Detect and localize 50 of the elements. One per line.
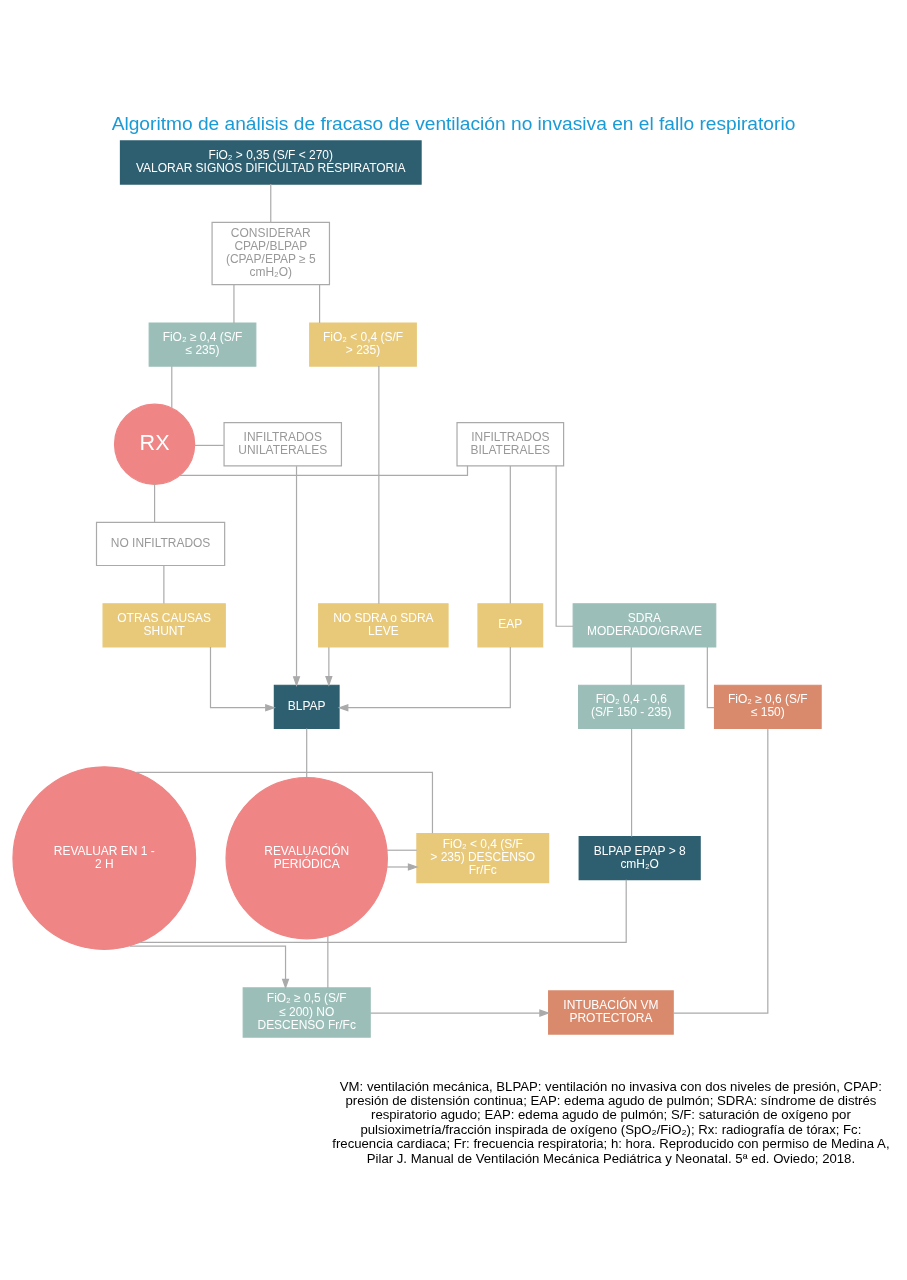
connector xyxy=(154,483,156,523)
node-box: FiO₂ ≥ 0,4 (S/F ≤ 235) xyxy=(148,321,257,367)
connector xyxy=(139,878,627,943)
node-circle: REVALUAR EN 1 - 2 H xyxy=(12,765,197,950)
node-box: FiO₂ 0,4 - 0,6 (S/F 150 - 235) xyxy=(578,684,685,729)
arrow xyxy=(129,944,290,990)
node-box: INFILTRADOS UNILATERALES xyxy=(223,421,343,466)
node-circle: REVALUACIÓN PERIÓDICA xyxy=(225,776,388,939)
node-box: FiO₂ > 0,35 (S/F < 270) VALORAR SIGNOS DIFICULTAD RESPIRATORIA xyxy=(119,139,422,185)
connector xyxy=(193,444,225,446)
node-circle: RX xyxy=(113,403,196,485)
node-box: EAP xyxy=(477,602,544,647)
node-box: FiO₂ < 0,4 (S/F > 235) DESCENSO Fr/Fc xyxy=(416,832,550,883)
node-box: OTRAS CAUSAS SHUNT xyxy=(102,602,226,647)
caption: VM: ventilación mecánica, BLPAP: ventilación no invasiva con dos niveles de presión, CPAP: presión de distensión continua; EAP: edema agudo de pulmón; SDRA: síndrome de distrés respiratorio agudo; EAP: edema agudo de pulmón; S/F: saturación de oxígeno por pulsioximetría/fracción inspirada de oxígeno (SpO₂/FiO₂); Rx: radiografía de tórax; Fc: frecuencia cardiaca; Fr: frecuencia respiratoria; h: hora. Reproducido con permiso de Medina A, Pilar J. Manual de Ventilación Mecánica Pediátrica y Neonatal. 5ª ed. Oviedo; 2018. xyxy=(332,1078,890,1166)
connector xyxy=(179,464,469,476)
connector xyxy=(555,464,574,627)
arrow xyxy=(386,862,419,871)
arrow xyxy=(369,1008,551,1017)
diagram-title: Algoritmo de análisis de fracaso de ventilación no invasiva en el fallo respiratorio xyxy=(111,112,796,134)
node-box: INFILTRADOS BILATERALES xyxy=(456,421,565,466)
connector xyxy=(135,771,434,834)
arrow xyxy=(292,465,301,687)
connector xyxy=(306,727,308,778)
connector xyxy=(630,646,632,685)
node-box: INTUBACIÓN VM PROTECTORA xyxy=(548,989,674,1035)
connector xyxy=(163,564,165,604)
node-box: FiO₂ ≥ 0,6 (S/F ≤ 150) xyxy=(713,684,822,729)
connector xyxy=(631,727,633,837)
node-box: FiO₂ < 0,4 (S/F > 235) xyxy=(309,321,417,367)
connector xyxy=(171,365,173,409)
arrow xyxy=(209,645,276,711)
connector xyxy=(672,727,769,1014)
connector xyxy=(270,182,272,223)
node-box: BLPAP xyxy=(273,684,340,729)
connector xyxy=(706,645,715,708)
node-box: FiO₂ ≥ 0,5 (S/F ≤ 200) NO DESCENSO Fr/Fc xyxy=(242,986,371,1038)
node-box: CONSIDERAR CPAP/BLPAP (CPAP/EPAP ≥ 5 cmH₂O) xyxy=(211,221,331,285)
node-box: NO SDRA o SDRA LEVE xyxy=(318,602,449,647)
arrow xyxy=(325,646,333,687)
node-box: BLPAP EPAP > 8 cmH₂O xyxy=(578,835,701,880)
node-box: NO INFILTRADOS xyxy=(95,521,226,566)
connector xyxy=(509,464,511,604)
node-box: SDRA MODERADO/GRAVE xyxy=(572,602,717,647)
connector xyxy=(327,934,329,988)
connector xyxy=(378,365,380,604)
connector xyxy=(318,283,321,323)
connector xyxy=(233,283,235,323)
arrow xyxy=(337,645,511,711)
connector xyxy=(386,849,418,851)
